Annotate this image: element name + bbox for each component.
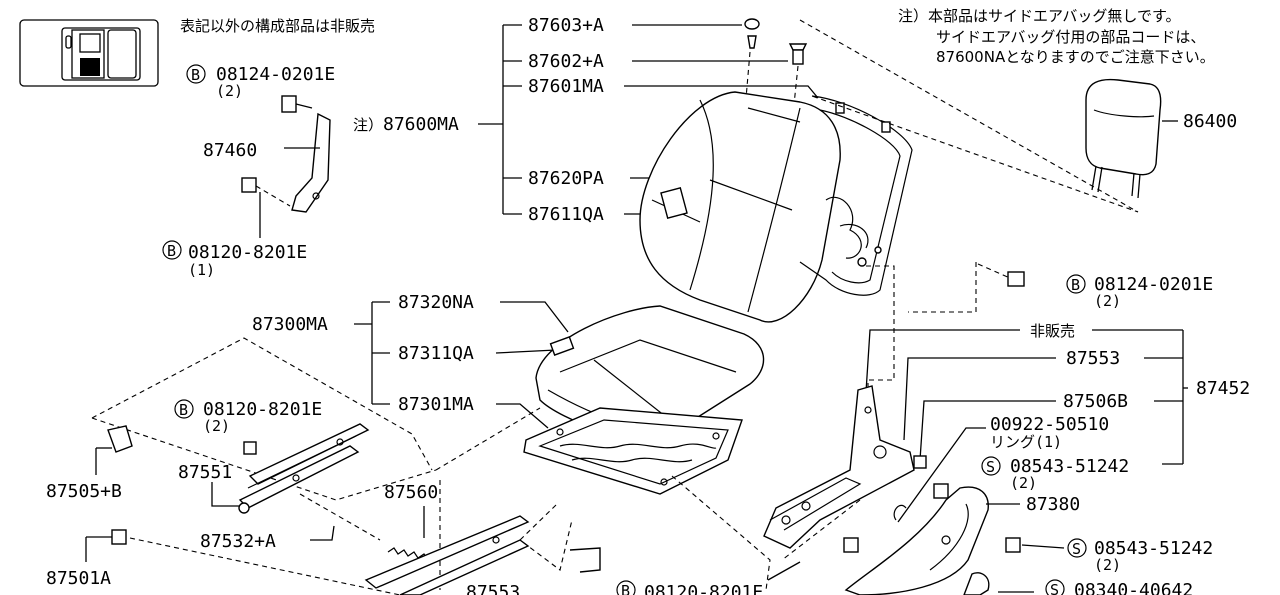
bolt-symbol-b-2: B (167, 242, 176, 260)
label-87600-prefix: 注） (353, 116, 383, 134)
non-sale-note: 表記以外の構成部品は非販売 (180, 17, 375, 35)
screw-symbol-s-text-3: S (1050, 581, 1059, 595)
label-87551: 87551 (178, 462, 232, 483)
seat-cushion (535, 305, 765, 441)
label-08120-top: 08120-8201E (188, 242, 307, 263)
callout-tree-87300 (354, 301, 569, 429)
side-cover-87380 (844, 486, 1065, 595)
label-08340: 08340-40642 (1074, 580, 1193, 595)
bolt-symbol-b: B (191, 66, 200, 84)
label-08124-right-qty: (2) (1094, 292, 1121, 310)
label-08543-a: 08543-51242 (1010, 456, 1129, 477)
seat-rail-left: B (85, 399, 381, 562)
label-87311: 87311QA (398, 343, 474, 364)
label-08120-bottom: 08120-8201E (644, 582, 763, 595)
bracket-87460: B B (162, 64, 331, 260)
callout-tree-87452 (865, 329, 1188, 523)
screw-symbol-s-3 (1045, 579, 1065, 595)
label-08124-right: 08124-0201E (1094, 274, 1213, 295)
headrest (1085, 78, 1178, 199)
screw-symbol-s-1 (981, 456, 1001, 476)
label-87553-bottom: 87553 (466, 582, 520, 595)
label-87560: 87560 (384, 482, 438, 503)
bolt-08124-right: B (977, 263, 1086, 294)
label-87501: 87501A (46, 568, 111, 589)
label-ring: リング(1) (990, 433, 1062, 451)
locator-thumbnail (19, 19, 159, 87)
label-08543-a-qty: (2) (1010, 474, 1037, 492)
label-87505: 87505+B (46, 481, 122, 502)
label-87601: 87601MA (528, 76, 604, 97)
bolt-symbol-b-4: B (1071, 276, 1080, 294)
label-87460: 87460 (203, 140, 257, 161)
screw-symbol-s-text-1: S (986, 458, 995, 476)
seat-back-frame (799, 95, 913, 396)
label-87506: 87506B (1063, 391, 1128, 412)
seat-back (639, 91, 841, 323)
label-87380: 87380 (1026, 494, 1080, 515)
screw-symbol-s-text-2: S (1072, 540, 1081, 558)
label-87300: 87300MA (252, 314, 328, 335)
label-00922: 00922-50510 (990, 414, 1109, 435)
label-87611: 87611QA (528, 204, 604, 225)
label-08120-mid-qty: (2) (203, 417, 230, 435)
label-87602: 87602+A (528, 51, 604, 72)
label-08124-top: 08124-0201E (216, 64, 335, 85)
label-08120-top-qty: (1) (188, 261, 215, 279)
label-87600: 87600MA (383, 114, 459, 135)
label-87553-right: 87553 (1066, 348, 1120, 369)
label-08120-mid: 08120-8201E (203, 399, 322, 420)
bolt-symbol-b-3: B (179, 401, 188, 419)
label-non-sale: 非販売 (1030, 322, 1075, 340)
screw-symbol-s-2 (1067, 538, 1087, 558)
recliner-mechanism (763, 385, 949, 581)
label-86400: 86400 (1183, 111, 1237, 132)
headrest-guide-line (799, 19, 1139, 213)
airbag-note-line2: サイドエアバッグ付用の部品コードは、 (936, 28, 1205, 46)
cushion-frame (523, 407, 743, 495)
bolt-symbol-b-5 (616, 580, 636, 595)
label-08543-b: 08543-51242 (1094, 538, 1213, 559)
label-87532: 87532+A (200, 531, 276, 552)
spring-and-lower-rail (364, 506, 601, 595)
label-87603: 87603+A (528, 15, 604, 36)
airbag-note-line1: 注）本部品はサイドエアバッグ無しです。 (898, 7, 1180, 25)
label-08543-b-qty: (2) (1094, 556, 1121, 574)
label-87620: 87620PA (528, 168, 604, 189)
label-87301: 87301MA (398, 394, 474, 415)
label-87320: 87320NA (398, 292, 474, 313)
label-08124-top-qty: (2) (216, 82, 243, 100)
airbag-note-line3: 87600NAとなりますのでご注意下さい。 (936, 48, 1215, 66)
assembly-dashed-lines (91, 262, 977, 595)
bolt-symbol-b-text-5: B (621, 582, 630, 595)
label-87452: 87452 (1196, 378, 1250, 399)
